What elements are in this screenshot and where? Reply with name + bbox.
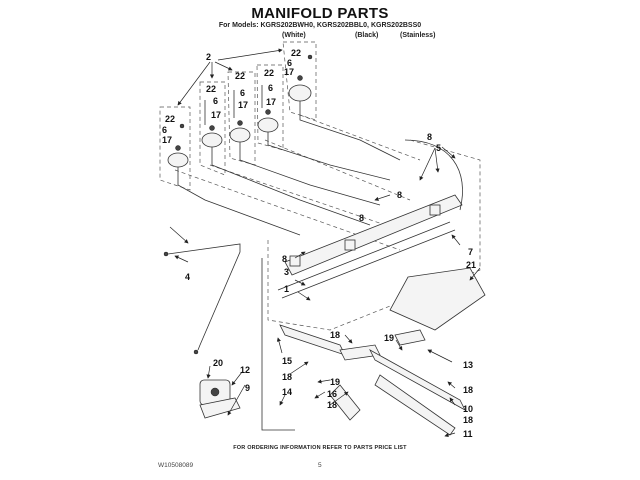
callout-17: 17 [266, 97, 276, 107]
callout-12: 12 [240, 365, 250, 375]
callout-22: 22 [206, 84, 216, 94]
valve-4 [257, 85, 279, 133]
callout-19: 19 [330, 377, 340, 387]
callout-3: 3 [284, 267, 289, 277]
burner-valves [167, 54, 313, 168]
callout-8: 8 [427, 132, 432, 142]
callout-13: 13 [463, 360, 473, 370]
callout-5: 5 [436, 143, 441, 153]
valve-5 [288, 54, 313, 102]
variant-stainless: (Stainless) [400, 32, 436, 39]
valve-tubes [177, 101, 401, 236]
tube-assembly [163, 243, 241, 355]
valve-1 [167, 123, 189, 168]
callout-4: 4 [185, 272, 190, 282]
callout-8: 8 [282, 254, 287, 264]
callout-11: 11 [463, 429, 473, 439]
page-title: MANIFOLD PARTS [251, 5, 389, 22]
callout-17: 17 [162, 135, 172, 145]
variant-black: (Black) [355, 32, 379, 39]
callout-22: 22 [264, 68, 274, 78]
callout-18: 18 [330, 330, 340, 340]
callout-16: 16 [327, 389, 337, 399]
callout-6: 6 [213, 96, 218, 106]
callout-8: 8 [397, 190, 402, 200]
page-number: 5 [318, 462, 322, 469]
callout-14: 14 [282, 387, 292, 397]
callout-7: 7 [468, 247, 473, 257]
callout-6: 6 [287, 58, 292, 68]
callout-18: 18 [327, 400, 337, 410]
variant-white: (White) [282, 32, 306, 39]
callout-1: 1 [284, 284, 289, 294]
lower-manifold [261, 258, 466, 436]
callout-17: 17 [238, 100, 248, 110]
valve-2 [201, 100, 223, 148]
callout-6: 6 [240, 88, 245, 98]
callout-2: 2 [206, 52, 211, 62]
callouts: 2 22 6 17 22 6 17 22 6 17 22 6 17 22 6 1… [162, 48, 476, 439]
callout-6: 6 [162, 125, 167, 135]
callout-22: 22 [291, 48, 301, 58]
callout-17: 17 [284, 67, 294, 77]
leader-lines [169, 48, 481, 438]
callout-18: 18 [463, 385, 473, 395]
ordering-note: FOR ORDERING INFORMATION REFER TO PARTS … [233, 445, 407, 451]
callout-20: 20 [213, 358, 223, 368]
callout-8: 8 [359, 213, 364, 223]
callout-19: 19 [384, 333, 394, 343]
callout-22: 22 [235, 71, 245, 81]
heat-shield [389, 267, 486, 331]
callout-9: 9 [245, 383, 250, 393]
callout-18: 18 [463, 415, 473, 425]
pressure-regulator [199, 379, 241, 419]
document-number: W10508089 [158, 462, 194, 469]
callout-10: 10 [463, 404, 473, 414]
callout-15: 15 [282, 356, 292, 366]
manifold-pipe [267, 139, 481, 331]
callout-17: 17 [211, 110, 221, 120]
callout-22: 22 [165, 114, 175, 124]
callout-18: 18 [282, 372, 292, 382]
callout-6: 6 [268, 83, 273, 93]
callout-21: 21 [466, 260, 476, 270]
model-numbers: For Models: KGRS202BWH0, KGRS202BBL0, KG… [218, 22, 422, 29]
